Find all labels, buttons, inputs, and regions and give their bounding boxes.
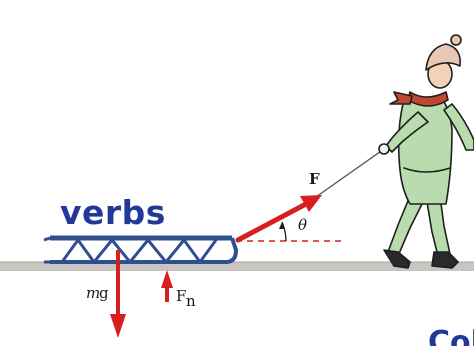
applied-force-arrow bbox=[235, 195, 322, 243]
weight-label-g: g bbox=[99, 284, 109, 302]
weight-arrow bbox=[110, 250, 126, 338]
normal-force-arrow bbox=[161, 270, 173, 302]
tow-rope bbox=[305, 148, 385, 205]
sled bbox=[43, 235, 238, 264]
normal-force-subscript: n bbox=[186, 292, 196, 310]
ground bbox=[0, 261, 474, 346]
applied-force-label: F bbox=[309, 170, 320, 188]
angle-label: θ bbox=[298, 216, 307, 234]
person-figure bbox=[378, 34, 474, 269]
overlay-word-verbs: verbs bbox=[60, 193, 166, 232]
overlay-corner-fragment: Col bbox=[428, 325, 474, 346]
weight-label-m: m bbox=[86, 284, 100, 302]
normal-force-label: F bbox=[176, 287, 186, 305]
